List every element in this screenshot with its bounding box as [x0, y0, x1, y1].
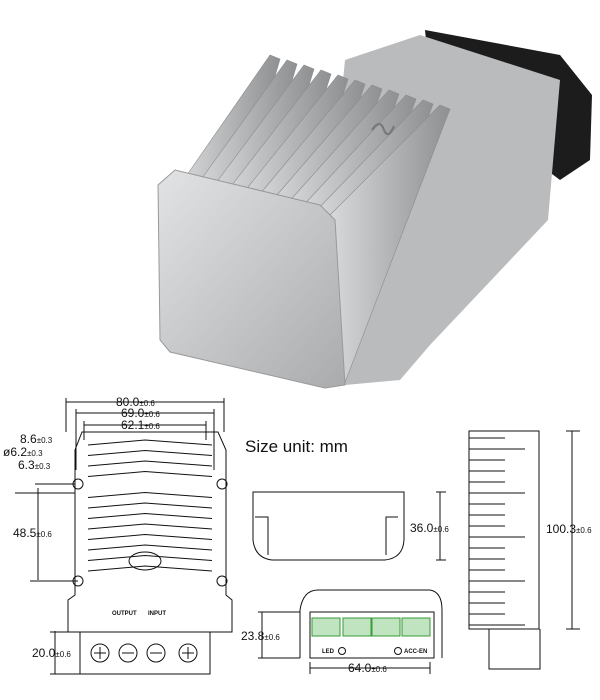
acc-en-indicator [394, 647, 402, 655]
fin-line [87, 470, 213, 477]
dim-hole-spacing: 69.0±0.6 [121, 406, 160, 420]
output-label: OUTPUT [112, 611, 137, 617]
right-view-drawing: 100.3±0.6 [468, 430, 592, 670]
end-view-drawing: LED ACC-EN 23.8±0.6 64.0±0.6 [241, 589, 443, 675]
size-unit-label: Size unit: mm [245, 437, 348, 456]
led-label: LED [322, 649, 335, 655]
acc-en-label: ACC-EN [404, 649, 427, 655]
dim-length: 100.3±0.6 [546, 522, 592, 536]
fin-line [87, 565, 213, 572]
fin-line [87, 491, 213, 498]
fin-line [87, 544, 213, 551]
dim-terminal-height: 23.8±0.6 [241, 629, 280, 643]
logo-mark [371, 123, 395, 136]
led-indicator [338, 647, 346, 655]
fin-line [87, 502, 213, 509]
dim-end-width: 64.0±0.6 [348, 661, 387, 675]
product-photo [157, 30, 592, 389]
dim-side-height: 36.0±0.6 [410, 521, 449, 535]
fin-line [87, 512, 213, 519]
dim-inner-width: 62.1±0.6 [121, 418, 160, 432]
fin-line [87, 449, 213, 456]
terminal-screws [90, 643, 198, 663]
dim-corner-offset: 8.6±0.3 [20, 432, 53, 446]
dim-terminal-depth: 20.0±0.6 [32, 646, 71, 660]
dim-hole-vertical: 48.5±0.6 [13, 526, 52, 540]
dim-hole-diameter: ø6.2±0.3 [3, 445, 43, 459]
front-face [157, 169, 346, 389]
dim-hole-offset: 6.3±0.3 [18, 458, 51, 472]
dim-overall-width: 80.0±0.6 [116, 395, 155, 409]
side-view-drawing: 36.0±0.6 [252, 491, 449, 561]
fin-line [87, 439, 213, 446]
input-label: INPUT [148, 611, 166, 617]
fin-line [87, 460, 213, 467]
fin-line [87, 523, 213, 530]
fin-line [87, 533, 213, 540]
fin-line [87, 554, 213, 561]
front-view-drawing: OUTPUT INPUT 80.0±0.6 69.0±0.6 62.1±0.6 … [3, 395, 233, 675]
